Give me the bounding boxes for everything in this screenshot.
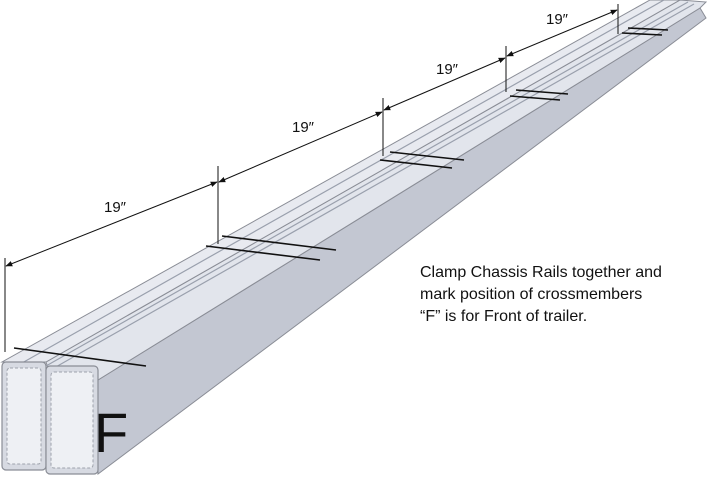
caption-line-3: “F” is for Front of trailer. xyxy=(420,308,588,325)
dimension-arrow-2 xyxy=(218,111,383,183)
caption-line-2: mark position of crossmembers xyxy=(420,286,643,303)
dimension-arrows xyxy=(5,9,618,267)
front-marker: F xyxy=(94,401,128,464)
instruction-caption: Clamp Chassis Rails together and mark po… xyxy=(420,262,710,328)
crossmember-marks xyxy=(13,27,669,367)
crossmember-mark-5a xyxy=(627,27,669,31)
extension-lines xyxy=(4,4,619,352)
dimension-label-2: 19″ xyxy=(292,119,315,136)
crossmember-mark-2b xyxy=(205,245,321,261)
crossmember-mark-3a xyxy=(389,151,465,161)
crossmember-mark-4b xyxy=(509,95,561,101)
crossmember-mark-5b xyxy=(621,32,663,36)
rail-left-end xyxy=(1,361,47,471)
dimension-label-3: 19″ xyxy=(436,61,459,78)
dimension-label-4: 19″ xyxy=(546,11,569,28)
crossmember-mark-1 xyxy=(13,347,147,367)
rail-right xyxy=(45,0,708,475)
dimension-arrow-1 xyxy=(5,181,218,267)
dimension-label-1: 19″ xyxy=(104,199,127,216)
rail-right-end xyxy=(45,365,99,475)
crossmember-mark-2a xyxy=(221,235,337,251)
dimension-arrow-3 xyxy=(383,57,506,111)
dimension-arrow-4 xyxy=(506,9,618,57)
crossmember-mark-3b xyxy=(379,159,453,169)
crossmember-mark-4a xyxy=(515,89,569,95)
caption-line-1: Clamp Chassis Rails together and xyxy=(420,264,662,281)
